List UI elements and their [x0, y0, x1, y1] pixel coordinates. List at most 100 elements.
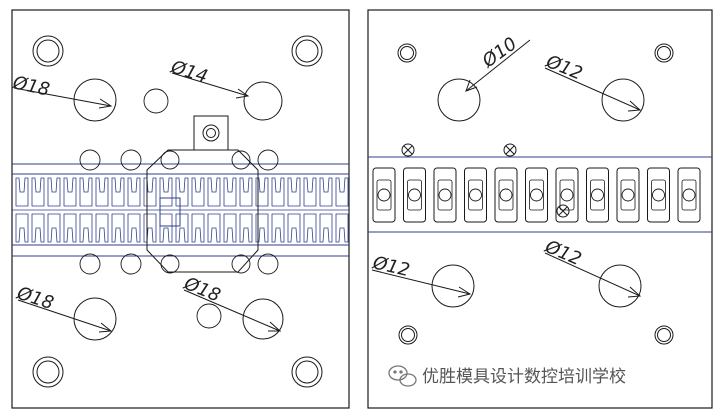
strip-slot-lower	[79, 213, 93, 243]
strip-slot-lower	[287, 213, 301, 243]
strip-pocket-hole	[408, 188, 421, 202]
left-plate-outline	[11, 9, 350, 409]
strip-pocket-hole	[652, 188, 665, 202]
right-guide-holes	[431, 78, 645, 308]
strip-pocket-inner	[437, 179, 453, 211]
right-strip	[368, 156, 712, 233]
left-leaders	[13, 72, 282, 333]
strip-slot-upper	[95, 177, 109, 207]
strip-slot-lower	[207, 213, 221, 243]
strip-pocket-inner	[590, 179, 605, 211]
wechat-icon	[388, 365, 417, 387]
left-plate: Ø18 Ø14 Ø18 Ø18	[10, 9, 350, 409]
strip-slot-upper	[271, 177, 285, 207]
strip-pocket-inner	[529, 179, 544, 211]
left-strip-cutouts	[15, 177, 349, 243]
strip-pocket-hole	[377, 188, 391, 202]
strip-pocket	[616, 167, 640, 223]
dim-left-top-left: Ø18	[10, 72, 52, 100]
strip-slot-upper	[239, 177, 253, 207]
strip-slot-upper	[15, 177, 29, 207]
right-strip-pockets	[372, 167, 701, 223]
strip-slot-upper	[319, 177, 333, 207]
strip-slot-upper	[79, 177, 93, 207]
strip-pocket-inner	[651, 179, 666, 211]
strip-slot-lower	[255, 213, 269, 243]
left-insert-tab	[193, 115, 229, 151]
left-dimension-labels: Ø18 Ø14 Ø18 Ø18	[10, 56, 223, 314]
strip-pocket	[555, 167, 579, 223]
strip-slot-lower	[15, 213, 29, 243]
left-tab-hole	[202, 124, 220, 142]
strip-slot-upper	[111, 177, 125, 207]
strip-slot-lower	[303, 213, 317, 243]
strip-slot-lower	[175, 213, 189, 243]
strip-slot-lower	[143, 213, 157, 243]
strip-pocket-inner	[468, 179, 483, 211]
left-small-holes	[79, 88, 279, 329]
strip-slot-lower	[223, 213, 237, 243]
strip-slot-lower	[319, 213, 333, 243]
dim-right-top-left: Ø10	[478, 33, 521, 72]
strip-pocket-hole	[621, 188, 635, 202]
strip-slot-lower	[159, 213, 173, 243]
dim-left-bottom-left: Ø18	[14, 282, 57, 314]
strip-pocket	[677, 167, 701, 223]
strip-pocket-hole	[438, 188, 452, 202]
strip-pocket-hole	[530, 188, 543, 202]
strip-pocket-hole	[499, 188, 513, 202]
strip-slot-lower	[111, 213, 125, 243]
strip-slot-upper	[255, 177, 269, 207]
strip-slot-lower	[127, 213, 141, 243]
strip-pocket-hole	[560, 188, 574, 202]
dim-right-bottom-left: Ø12	[370, 252, 412, 281]
strip-pocket	[525, 167, 548, 223]
strip-pocket	[464, 167, 487, 223]
left-corner-holes	[32, 35, 323, 388]
strip-pocket	[403, 167, 426, 223]
dim-left-bottom-right: Ø18	[180, 273, 223, 307]
strip-slot-lower	[335, 213, 349, 243]
strip-pocket-hole	[469, 188, 482, 202]
strip-pocket-inner	[376, 179, 392, 211]
strip-slot-upper	[175, 177, 189, 207]
strip-pocket	[647, 167, 670, 223]
strip-pocket-inner	[620, 179, 636, 211]
right-pilot-marks	[401, 143, 570, 218]
strip-slot-lower	[63, 213, 77, 243]
strip-pocket-inner	[681, 179, 697, 211]
strip-slot-upper	[143, 177, 157, 207]
right-corner-holes	[397, 43, 674, 345]
strip-slot-upper	[159, 177, 173, 207]
strip-slot-lower	[47, 213, 61, 243]
strip-pocket	[586, 167, 609, 223]
strip-pocket-inner	[498, 179, 514, 211]
strip-slot-upper	[47, 177, 61, 207]
strip-pocket	[433, 167, 457, 223]
dim-right-top-right: Ø12	[542, 51, 585, 85]
left-strip	[12, 163, 349, 257]
strip-slot-upper	[191, 177, 205, 207]
strip-slot-upper	[31, 177, 45, 207]
strip-slot-upper	[287, 177, 301, 207]
watermark-text: 优胜模具设计数控培训学校	[422, 367, 626, 387]
dim-left-top-right: Ø14	[168, 56, 211, 87]
right-leaders	[371, 39, 642, 298]
strip-pocket-hole	[682, 188, 696, 202]
strip-slot-upper	[63, 177, 77, 207]
strip-slot-upper	[207, 177, 221, 207]
left-insert-marker	[159, 197, 181, 227]
strip-pocket	[372, 167, 396, 223]
right-plate-outline	[367, 9, 713, 409]
strip-slot-upper	[303, 177, 317, 207]
strip-slot-upper	[223, 177, 237, 207]
strip-slot-lower	[239, 213, 253, 243]
strip-pocket	[494, 167, 518, 223]
right-plate: Ø10 Ø12 Ø12 Ø12	[367, 9, 713, 409]
watermark: 优胜模具设计数控培训学校	[380, 360, 700, 390]
strip-slot-lower	[271, 213, 285, 243]
strip-slot-lower	[95, 213, 109, 243]
strip-pocket-inner	[559, 179, 575, 211]
strip-slot-upper	[127, 177, 141, 207]
